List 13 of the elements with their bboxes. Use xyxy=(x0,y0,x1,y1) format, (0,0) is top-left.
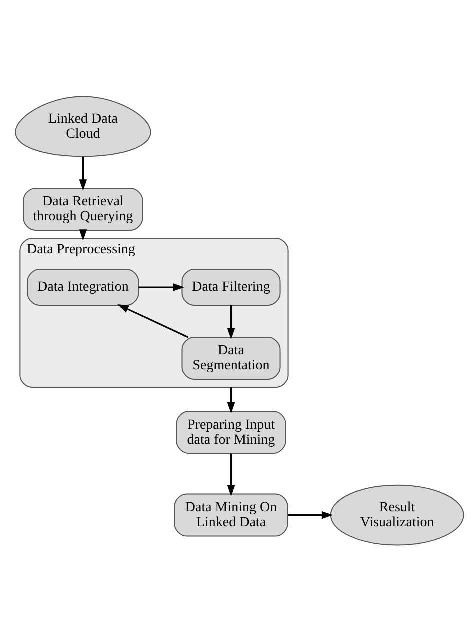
node-box: Data Segmentation xyxy=(182,336,281,380)
arrow xyxy=(227,305,236,340)
node-box: Data Filtering xyxy=(182,268,281,306)
node-box: Data Mining On Linked Data xyxy=(174,493,288,536)
arrow xyxy=(288,510,334,519)
arrow xyxy=(79,156,88,190)
node-box: Data Integration xyxy=(27,268,140,306)
node-ellipse: Result Visualization xyxy=(330,484,464,546)
arrow xyxy=(118,304,189,338)
arrow xyxy=(227,453,236,496)
arrow xyxy=(227,387,236,414)
arrow xyxy=(138,283,185,291)
node-box: Preparing Input data for Mining xyxy=(176,410,286,454)
